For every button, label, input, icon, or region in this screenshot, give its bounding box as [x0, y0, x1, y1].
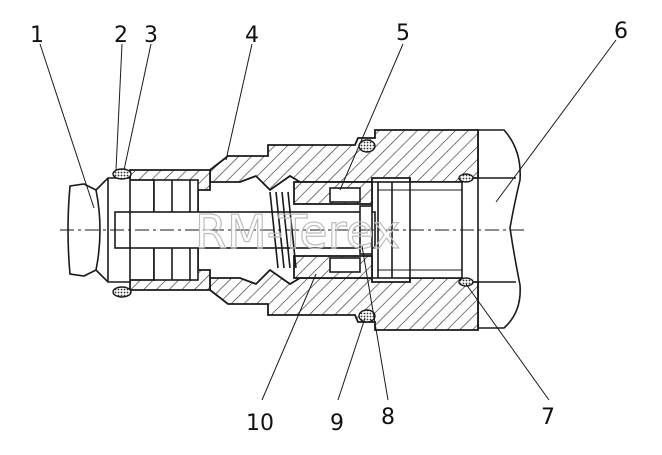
- callout-9: 9: [330, 411, 344, 436]
- housing-lower: [209, 268, 479, 331]
- callout-1: 1: [30, 23, 44, 48]
- hex-nut-part-6: [477, 129, 521, 329]
- watermark: RM-Terex: [195, 205, 400, 259]
- leader-lines: [39, 39, 617, 401]
- callout-2: 2: [114, 23, 128, 48]
- callout-7: 7: [541, 405, 555, 430]
- piston-sleeve: [293, 181, 373, 279]
- callout-6: 6: [614, 19, 628, 44]
- callout-5: 5: [396, 21, 410, 46]
- callout-10: 10: [246, 411, 274, 436]
- o-rings: [112, 139, 474, 323]
- callout-3: 3: [144, 23, 158, 48]
- callout-8: 8: [381, 405, 395, 430]
- callout-4: 4: [245, 23, 259, 48]
